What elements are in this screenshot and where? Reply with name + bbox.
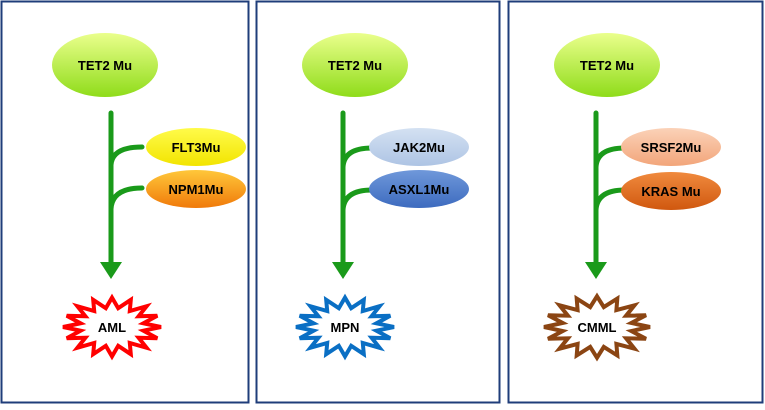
panel-2-root-node bbox=[302, 33, 408, 97]
panel-3-mutation-2-node bbox=[621, 172, 721, 210]
panel-2-stem bbox=[340, 110, 375, 265]
panel-2-root-label: TET2 Mu bbox=[328, 58, 382, 73]
panel-2: TET2 Mu JAK2Mu ASXL1Mu MPN bbox=[295, 33, 469, 361]
panel-2-outcome-burst bbox=[295, 293, 395, 361]
panel-3-mutation-1-label: SRSF2Mu bbox=[641, 140, 702, 155]
panel-1-outcome-label: AML bbox=[98, 320, 126, 335]
panel-3-root-node bbox=[554, 33, 660, 97]
panel-3-stem bbox=[593, 110, 628, 265]
panel-3-mutation-2-label: KRAS Mu bbox=[641, 184, 700, 199]
panel-2-outcome-label: MPN bbox=[331, 320, 360, 335]
panel-1-root-label: TET2 Mu bbox=[78, 58, 132, 73]
panel-2-arrowhead bbox=[332, 262, 354, 279]
panel-2-mutation-2-node bbox=[369, 170, 469, 208]
panel-1-mutation-1-node bbox=[146, 128, 246, 166]
panel-2-mutation-2-label: ASXL1Mu bbox=[389, 182, 450, 197]
panel-1-arrowhead bbox=[100, 262, 122, 279]
panel-1-outcome-burst bbox=[62, 293, 162, 361]
panel-1-mutation-2-node bbox=[146, 170, 246, 208]
panel-3: TET2 Mu SRSF2Mu KRAS Mu CMML bbox=[543, 33, 721, 362]
panel-2-mutation-1-node bbox=[369, 128, 469, 166]
panel-3-arrowhead bbox=[585, 262, 607, 279]
panel-3-outcome-burst bbox=[543, 292, 651, 362]
panel-2-mutation-1-label: JAK2Mu bbox=[393, 140, 445, 155]
panel-3-outcome-label: CMML bbox=[578, 320, 617, 335]
panel-3-mutation-1-node bbox=[621, 128, 721, 166]
panel-1-mutation-1-label: FLT3Mu bbox=[172, 140, 221, 155]
panel-1: TET2 Mu FLT3Mu NPM1Mu AML bbox=[52, 33, 246, 361]
panel-1-stem bbox=[108, 110, 145, 265]
panel-1-root-node bbox=[52, 33, 158, 97]
panel-3-root-label: TET2 Mu bbox=[580, 58, 634, 73]
panel-1-mutation-2-label: NPM1Mu bbox=[169, 182, 224, 197]
